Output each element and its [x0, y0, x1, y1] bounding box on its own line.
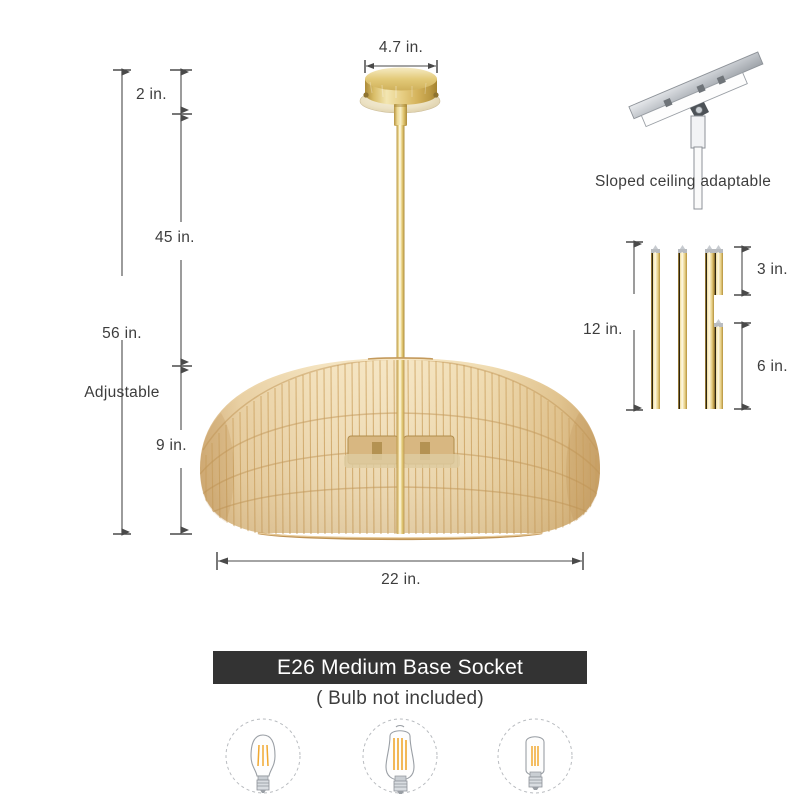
label-canopy-diameter: 4.7 in.: [378, 39, 424, 56]
dimension-overall-56in: [113, 68, 131, 536]
label-6in: 6 in.: [757, 358, 788, 375]
rattan-shade: [200, 357, 600, 541]
bulb-filament: [393, 738, 407, 770]
downrod-12in: [678, 245, 687, 409]
t45-tube-bulb: [479, 714, 587, 798]
st64-edison-bulb: [346, 714, 454, 798]
dimension-shade-22in: [216, 552, 584, 570]
bracket-screw-3: [716, 75, 726, 85]
canopy-brush-texture: [369, 81, 427, 98]
bulb-filament: [257, 744, 269, 767]
label-3in: 3 in.: [757, 261, 788, 278]
bulb-neck: [257, 775, 269, 781]
bracket-screw-2: [696, 83, 706, 94]
downrod-6in: [714, 319, 723, 409]
bulb-tip: [395, 725, 405, 728]
label-sloped-ceiling: Sloped ceiling adaptable: [595, 173, 772, 190]
ceiling-bracket-plate: [640, 71, 748, 128]
downrod-set: [626, 240, 751, 412]
bulb-base-e26: [256, 779, 270, 793]
label-12in: 12 in.: [583, 321, 623, 338]
label-9in: 9 in.: [156, 437, 187, 454]
downrod-12in: [705, 245, 714, 409]
bulb-not-included-note: ( Bulb not included): [316, 688, 484, 709]
rod-connector-sleeve: [690, 115, 706, 149]
pendant-stem: [396, 125, 405, 375]
bulb-dashed-circle: [497, 718, 573, 794]
bulb-glass: [385, 730, 415, 781]
canopy-assembly: [359, 67, 441, 126]
label-shade-diameter: 22 in.: [381, 571, 421, 588]
compatible-bulbs-row: [213, 714, 587, 798]
label-45in: 45 in.: [155, 229, 195, 246]
bulb-dashed-circle: [225, 718, 301, 794]
socket-banner-text: E26 Medium Base Socket: [276, 655, 524, 679]
a19-bulb: [213, 714, 321, 798]
sloped-ceiling-illustration: [628, 51, 764, 210]
downrod-12in: [651, 245, 660, 409]
downrod-12in-group: [651, 245, 714, 409]
dimension-canopy-4in7: [364, 60, 438, 73]
canopy-top: [365, 67, 437, 91]
bulb-dashed-circle: [362, 718, 438, 794]
dimension-6in: [734, 321, 751, 411]
bulb-base-e26: [393, 780, 408, 794]
lamp-socket-cluster: [344, 435, 460, 468]
label-2in: 2 in.: [136, 86, 167, 103]
sloped-ceiling-downrod: [693, 146, 703, 210]
shade-top-rim: [367, 357, 434, 360]
downrod-3in: [714, 245, 723, 295]
bulb-filament: [531, 746, 539, 766]
dimension-3in: [734, 245, 751, 297]
canopy-screw-right: [433, 92, 439, 98]
dimension-stack-inner: [170, 68, 192, 535]
label-overall-dimension: 56 in. Adjustable: [84, 324, 160, 402]
swivel-pivot: [695, 106, 703, 114]
canopy-screw-left: [363, 92, 369, 98]
bulb-neck: [529, 771, 542, 778]
bulb-base-e26: [528, 776, 543, 790]
bracket-screw-1: [663, 98, 673, 108]
canopy-collar: [394, 104, 407, 126]
socket-banner: E26 Medium Base Socket: [213, 651, 587, 684]
